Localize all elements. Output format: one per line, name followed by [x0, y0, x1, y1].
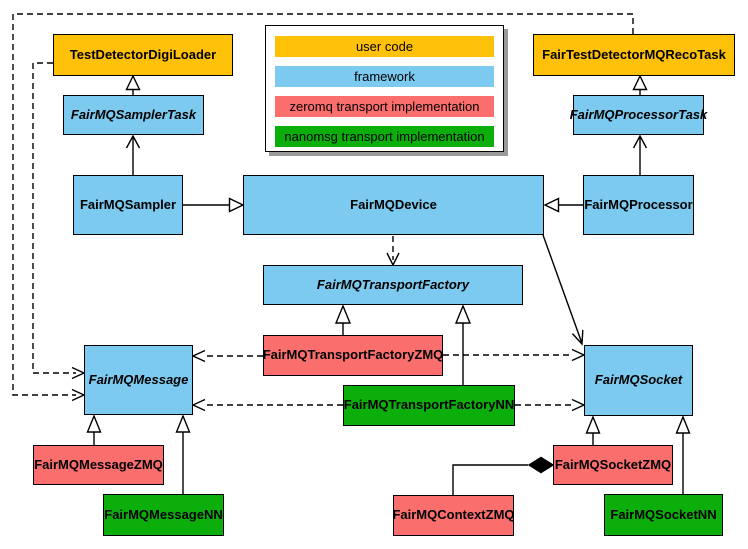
- class-box-fairmq-processor-task: FairMQProcessorTask: [570, 95, 707, 135]
- dashed-dependency-factorynn-to-message: [191, 398, 343, 412]
- class-box-fairmq-message-zmq: FairMQMessageZMQ: [33, 445, 164, 485]
- class-box-fairmq-sampler-task: FairMQSamplerTask: [63, 95, 204, 135]
- class-box-fairmq-socket: FairMQSocket: [584, 345, 693, 416]
- dashed-dependency-device-to-factory: [386, 236, 400, 267]
- class-box-fairmq-transport-factory-nn: FairMQTransportFactoryNN: [343, 385, 515, 426]
- class-box-fairmq-device: FairMQDevice: [243, 175, 544, 235]
- legend-item-framework: framework: [275, 66, 494, 87]
- inheritance-sampler-to-device: [183, 197, 245, 213]
- hollow-triangle-icon: [228, 197, 245, 213]
- class-box-fairmq-transport-factory: FairMQTransportFactory: [263, 265, 523, 305]
- hollow-triangle-icon: [125, 74, 141, 91]
- hollow-triangle-icon: [585, 415, 601, 434]
- class-box-fairmq-processor: FairMQProcessor: [583, 175, 694, 235]
- open-arrowhead-icon: [571, 398, 586, 412]
- inheritance-factoryzmq-to-factory: [334, 304, 352, 335]
- legend: user code framework zeromq transport imp…: [265, 25, 504, 152]
- class-box-fairmq-transport-factory-zmq: FairMQTransportFactoryZMQ: [263, 335, 443, 376]
- hollow-triangle-icon: [543, 197, 560, 213]
- open-arrowhead-icon: [125, 134, 141, 149]
- hollow-triangle-icon: [334, 304, 352, 324]
- class-box-fairmq-socket-nn: FairMQSocketNN: [604, 494, 723, 536]
- composition-contextzmq-to-socketzmq: [452, 456, 555, 495]
- association-sampler-to-samplertask: [125, 134, 141, 175]
- class-box-fairmq-socket-zmq: FairMQSocketZMQ: [553, 445, 673, 485]
- open-arrowhead-icon: [571, 329, 584, 346]
- class-box-fairmq-message: FairMQMessage: [84, 345, 193, 415]
- inheritance-factorynn-to-factory: [454, 304, 472, 385]
- open-arrowhead-icon: [191, 398, 206, 412]
- class-box-fairmq-message-nn: FairMQMessageNN: [103, 494, 224, 536]
- hollow-triangle-icon: [632, 74, 648, 91]
- inheritance-socketnn-to-socket: [675, 415, 691, 494]
- hollow-triangle-icon: [454, 304, 472, 324]
- dashed-dependency-factoryzmq-to-socket: [443, 348, 586, 362]
- association-device-to-socket: [542, 234, 584, 346]
- hollow-triangle-icon: [86, 414, 102, 433]
- dashed-dependency-factorynn-to-socket: [515, 398, 586, 412]
- hollow-triangle-icon: [675, 415, 691, 434]
- inheritance-processortask-to-recotask: [632, 74, 648, 95]
- legend-item-nanomsg: nanomsg transport implementation: [275, 126, 494, 147]
- hollow-triangle-icon: [175, 414, 191, 433]
- inheritance-socketzmq-to-socket: [585, 415, 601, 445]
- inheritance-messagenn-to-message: [175, 414, 191, 494]
- legend-item-zeromq: zeromq transport implementation: [275, 96, 494, 117]
- legend-item-user-code: user code: [275, 36, 494, 57]
- dashed-dependency-factoryzmq-to-message: [191, 349, 263, 363]
- open-arrowhead-icon: [632, 134, 648, 149]
- open-arrowhead-icon: [191, 349, 206, 363]
- inheritance-samplertask-to-digiloader: [125, 74, 141, 95]
- association-processor-to-processortask: [632, 134, 648, 175]
- class-box-fairmq-sampler: FairMQSampler: [73, 175, 183, 235]
- open-arrowhead-icon: [571, 348, 586, 362]
- inheritance-messagezmq-to-message: [86, 414, 102, 445]
- class-box-test-detector-digi-loader: TestDetectorDigiLoader: [53, 34, 233, 76]
- inheritance-processor-to-device: [543, 197, 583, 213]
- class-box-fair-test-detector-mq-reco-task: FairTestDetectorMQRecoTask: [533, 34, 735, 76]
- filled-diamond-icon: [527, 456, 555, 474]
- class-box-fairmq-context-zmq: FairMQContextZMQ: [392, 495, 515, 536]
